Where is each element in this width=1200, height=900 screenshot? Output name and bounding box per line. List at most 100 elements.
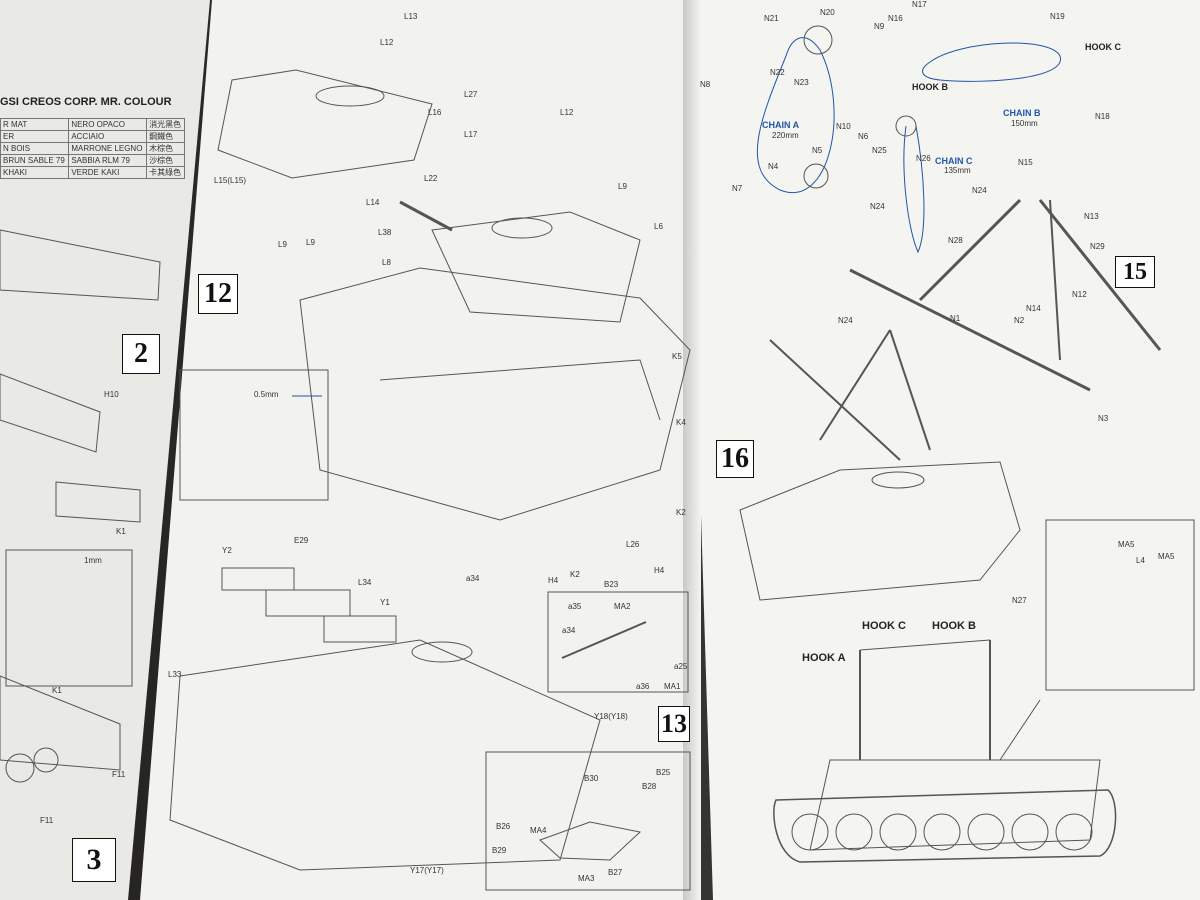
part-label: E29 — [294, 536, 309, 545]
part-label: B23 — [604, 580, 619, 589]
part-label: N28 — [948, 236, 963, 245]
part-label: N5 — [812, 146, 823, 155]
part-label: MA5 — [1118, 540, 1135, 549]
hull-panel — [0, 373, 101, 453]
part-label: Y17(Y17) — [410, 866, 444, 875]
step-number-13: 13 — [658, 706, 690, 742]
part-label: N14 — [1026, 304, 1041, 313]
step-number-2: 2 — [122, 334, 160, 374]
part-label: L12 — [560, 108, 574, 117]
part-label: N18 — [1095, 112, 1110, 121]
part-label: a34 — [562, 626, 576, 635]
crane-leg — [769, 339, 901, 461]
part-label: N7 — [732, 184, 743, 193]
hull-edge — [379, 359, 661, 421]
inset-box — [5, 549, 133, 687]
road-wheel — [1011, 813, 1049, 851]
hull-ring — [871, 471, 925, 489]
part-label: L27 — [464, 90, 478, 99]
rail-part — [0, 229, 161, 301]
road-wheel — [33, 747, 59, 773]
part-label: L13 — [404, 12, 418, 21]
hook-c-label-step15: HOOK C — [1085, 42, 1121, 52]
part-label: a36 — [636, 682, 650, 691]
chain-c-label: CHAIN C — [935, 156, 973, 166]
part-label: L12 — [380, 38, 394, 47]
part-label: K1 — [52, 686, 62, 695]
part-label: N4 — [768, 162, 779, 171]
part-label: L34 — [358, 578, 372, 587]
bracket-b27 — [539, 821, 642, 861]
part-label: L15(L15) — [214, 176, 247, 185]
part-label: N24 — [972, 186, 987, 195]
detail-inset-step16 — [1045, 519, 1195, 691]
drill-dimension: 1mm — [84, 556, 102, 565]
road-wheel — [967, 813, 1005, 851]
detail-inset — [179, 369, 329, 501]
chain-c-length: 135mm — [944, 166, 971, 175]
step-number-3: 3 — [72, 838, 116, 882]
part-label: N17 — [912, 0, 927, 9]
mg-barrel — [561, 621, 647, 659]
part-label: MA4 — [530, 826, 547, 835]
part-label: N16 — [888, 14, 903, 23]
part-label: N22 — [770, 68, 785, 77]
part-label: N26 — [916, 154, 931, 163]
track-run — [773, 789, 1117, 863]
part-label: B27 — [608, 868, 623, 877]
part-label: K5 — [672, 352, 682, 361]
part-label: L8 — [382, 258, 391, 267]
part-label: L17 — [464, 130, 478, 139]
part-label: N20 — [820, 8, 835, 17]
part-label: Y1 — [380, 598, 390, 607]
part-label: B25 — [656, 768, 671, 777]
part-label: N8 — [700, 80, 711, 89]
gap-dimension: 0.5mm — [254, 390, 279, 399]
part-label: L26 — [626, 540, 640, 549]
part-label: L33 — [168, 670, 182, 679]
part-label: H4 — [654, 566, 665, 575]
chain-c — [903, 125, 925, 254]
part-label: N15 — [1018, 158, 1033, 167]
part-label: L9 — [278, 240, 287, 249]
part-label: K1 — [116, 527, 126, 536]
part-label: L9 — [618, 182, 627, 191]
part-label: L16 — [428, 108, 442, 117]
chain-a — [756, 37, 835, 193]
plate-k1 — [55, 481, 141, 523]
step-number-16: 16 — [716, 440, 754, 478]
grille-y1 — [323, 615, 397, 643]
part-label: N9 — [874, 22, 885, 31]
part-label: B26 — [496, 822, 511, 831]
part-label: MA2 — [614, 602, 631, 611]
road-wheel — [1055, 813, 1093, 851]
chain-a-label: CHAIN A — [762, 120, 800, 130]
pulley-n4 — [803, 163, 829, 189]
part-label: N2 — [1014, 316, 1025, 325]
part-label: a35 — [568, 602, 582, 611]
hook-a-label-step16: HOOK A — [802, 652, 846, 664]
part-label: K4 — [676, 418, 686, 427]
chain-b-label: CHAIN B — [1003, 108, 1041, 118]
part-label: N24 — [838, 316, 853, 325]
part-label: L22 — [424, 174, 438, 183]
pulley-n25 — [895, 115, 917, 137]
middle-page — [140, 0, 690, 900]
part-label: F11 — [112, 770, 126, 779]
part-label: N3 — [1098, 414, 1109, 423]
part-label: H4 — [548, 576, 559, 585]
part-label: L38 — [378, 228, 392, 237]
turret-rear — [217, 69, 433, 179]
chain-b — [922, 42, 1061, 82]
hook-b-label-step16: HOOK B — [932, 620, 976, 632]
strut-n14 — [1049, 199, 1061, 361]
parts-inset — [485, 751, 691, 891]
part-label: L6 — [654, 222, 663, 231]
part-label: MA5 — [1158, 552, 1175, 561]
